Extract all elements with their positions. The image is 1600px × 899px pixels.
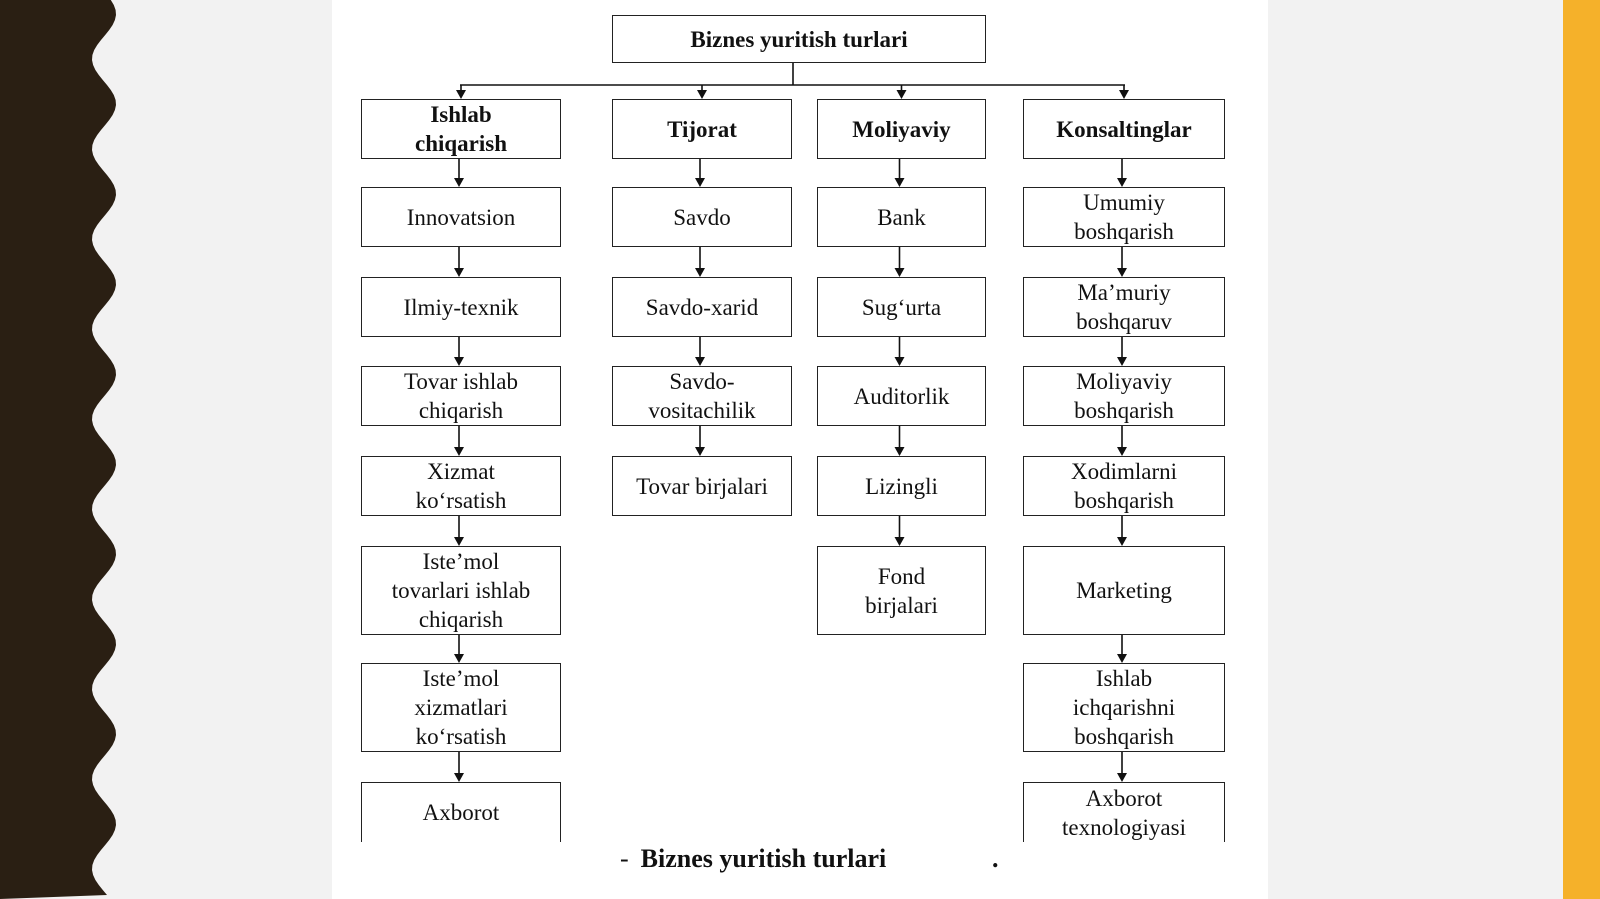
arrow-c2-r3-head xyxy=(894,447,905,456)
column-header-2: Moliyaviy xyxy=(817,99,986,159)
figure-caption: - Biznes yuritish turlari . xyxy=(620,843,1020,875)
column-0-item-0: Innovatsion xyxy=(361,187,561,247)
column-2-item-3: Lizingli xyxy=(817,456,986,516)
caption-dash: - xyxy=(620,844,629,873)
column-3-item-5: Ishlab ichqarishni boshqarish xyxy=(1023,663,1225,752)
column-3-item-2: Moliyaviy boshqarish xyxy=(1023,366,1225,426)
arrow-c0-r4-head xyxy=(454,537,464,546)
right-accent-bar xyxy=(1563,0,1600,899)
column-3-item-3: Xodimlarni boshqarish xyxy=(1023,456,1225,516)
arrow-c1-r0-head xyxy=(695,178,705,187)
column-header-0: Ishlab chiqarish xyxy=(361,99,561,159)
column-0-item-3: Xizmat ko‘rsatish xyxy=(361,456,561,516)
column-0-item-4: Iste’mol tovarlari ishlab chiqarish xyxy=(361,546,561,635)
arrow-c3-r6-head xyxy=(1117,773,1127,782)
arrow-c2-r1-head xyxy=(894,268,905,277)
arrow-c0-r6-head xyxy=(454,773,464,782)
root-node: Biznes yuritish turlari xyxy=(612,15,986,63)
column-1-item-3: Tovar birjalari xyxy=(612,456,792,516)
arrow-c0-r2-head xyxy=(454,357,464,366)
column-3-item-6: Axborot texnologiyasi xyxy=(1023,782,1225,842)
column-3-item-1: Ma’muriy boshqaruv xyxy=(1023,277,1225,337)
arrow-c1-r1-head xyxy=(695,268,705,277)
header-arrow-0-head xyxy=(456,90,466,99)
column-3-item-0: Umumiy boshqarish xyxy=(1023,187,1225,247)
arrow-c2-r4-head xyxy=(894,537,905,546)
column-2-item-1: Sug‘urta xyxy=(817,277,986,337)
header-arrow-3-head xyxy=(1119,90,1129,99)
column-header-1: Tijorat xyxy=(612,99,792,159)
column-0-item-2: Tovar ishlab chiqarish xyxy=(361,366,561,426)
arrow-c3-r1-head xyxy=(1117,268,1127,277)
column-3-item-4: Marketing xyxy=(1023,546,1225,635)
arrow-c0-r3-head xyxy=(454,447,464,456)
column-0-item-6: Axborot xyxy=(361,782,561,842)
caption-text: Biznes yuritish turlari xyxy=(640,844,887,873)
arrow-c2-r0-head xyxy=(894,178,905,187)
arrow-c3-r0-head xyxy=(1117,178,1127,187)
arrow-c3-r2-head xyxy=(1117,357,1127,366)
arrow-c3-r3-head xyxy=(1117,447,1127,456)
column-2-item-0: Bank xyxy=(817,187,986,247)
arrow-c0-r0-head xyxy=(454,178,464,187)
arrow-c1-r2-head xyxy=(695,357,705,366)
arrow-c0-r1-head xyxy=(454,268,464,277)
column-header-3: Konsaltinglar xyxy=(1023,99,1225,159)
column-0-item-5: Iste’mol xizmatlari ko‘rsatish xyxy=(361,663,561,752)
column-2-item-4: Fond birjalari xyxy=(817,546,986,635)
arrow-c3-r4-head xyxy=(1117,537,1127,546)
column-2-item-2: Auditorlik xyxy=(817,366,986,426)
header-arrow-2-head xyxy=(896,90,907,99)
column-0-item-1: Ilmiy-texnik xyxy=(361,277,561,337)
column-1-item-1: Savdo-xarid xyxy=(612,277,792,337)
arrow-c0-r5-head xyxy=(454,654,464,663)
arrow-c3-r5-head xyxy=(1117,654,1127,663)
arrow-c2-r2-head xyxy=(894,357,905,366)
caption-dot: . xyxy=(992,844,999,873)
left-wavy-decoration xyxy=(0,0,116,899)
column-1-item-2: Savdo- vositachilik xyxy=(612,366,792,426)
column-1-item-0: Savdo xyxy=(612,187,792,247)
header-arrow-1-head xyxy=(697,90,707,99)
arrow-c1-r3-head xyxy=(695,447,705,456)
